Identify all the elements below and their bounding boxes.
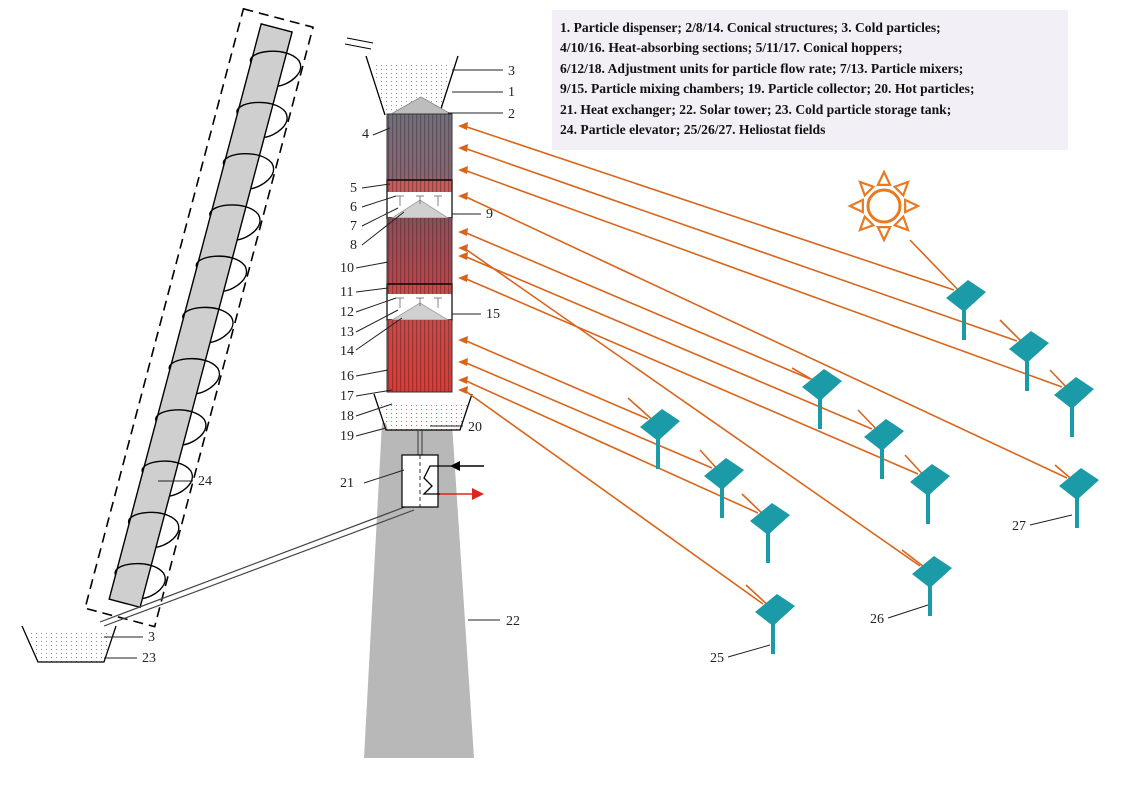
label-18: 18 xyxy=(340,409,354,424)
sun-ray-icon xyxy=(904,198,921,214)
elevator-coil xyxy=(223,152,275,190)
leader-lines xyxy=(104,69,1073,659)
label-20: 20 xyxy=(468,420,482,435)
legend-line: 6/12/18. Adjustment units for particle f… xyxy=(560,60,964,76)
sun-ray-icon xyxy=(876,226,892,243)
cold-storage-tank xyxy=(21,625,117,663)
return-pipe xyxy=(103,509,415,627)
label-11: 11 xyxy=(340,285,353,300)
sun-ray-icon xyxy=(892,214,910,232)
heliostat xyxy=(802,369,842,429)
legend-line: 21. Heat exchanger; 22. Solar tower; 23.… xyxy=(560,101,952,117)
label-12: 12 xyxy=(340,305,354,320)
particle-collector xyxy=(373,393,473,455)
label-19: 19 xyxy=(340,429,354,444)
heliostat xyxy=(755,594,795,654)
component-labels: 1 2 3 4 5 6 7 8 9 10 11 12 13 14 15 16 1… xyxy=(142,64,1026,666)
elevator-coil xyxy=(168,357,221,395)
label-7: 7 xyxy=(350,219,357,234)
legend-line: 4/10/16. Heat-absorbing sections; 5/11/1… xyxy=(560,40,903,56)
label-3-storage: 3 xyxy=(148,630,155,645)
label-25: 25 xyxy=(710,651,724,666)
elevator-coil xyxy=(182,306,234,344)
label-13: 13 xyxy=(340,325,354,340)
elevator-coil xyxy=(155,409,207,446)
elevator-coil xyxy=(209,204,261,241)
sun-ray-icon xyxy=(858,180,876,198)
label-26: 26 xyxy=(870,612,884,627)
label-23: 23 xyxy=(142,651,156,666)
heat-exchanger xyxy=(401,454,484,508)
sun-ray-icon xyxy=(892,180,910,198)
mixing-chamber-upper xyxy=(386,179,453,219)
particle-dispenser xyxy=(365,55,459,116)
label-2: 2 xyxy=(508,107,515,122)
label-16: 16 xyxy=(340,369,354,384)
label-3: 3 xyxy=(508,64,515,79)
heliostat xyxy=(946,280,986,340)
legend-line: 24. Particle elevator; 25/26/27. Heliost… xyxy=(560,122,826,138)
label-1: 1 xyxy=(508,85,515,100)
solar-tower xyxy=(364,423,474,758)
elevator-coil xyxy=(195,255,248,292)
label-22: 22 xyxy=(506,614,520,629)
label-6: 6 xyxy=(350,200,357,215)
label-27: 27 xyxy=(1012,519,1026,534)
label-15: 15 xyxy=(486,307,500,322)
label-4: 4 xyxy=(362,127,369,142)
legend-line: 9/15. Particle mixing chambers; 19. Part… xyxy=(560,81,975,97)
heliostat xyxy=(1059,468,1099,528)
sun-ray-icon xyxy=(858,214,876,232)
heliostat xyxy=(864,419,904,479)
mixing-chamber-lower xyxy=(386,283,453,321)
sun-ray-icon xyxy=(847,198,864,214)
label-17: 17 xyxy=(340,389,354,404)
label-9: 9 xyxy=(486,207,493,222)
elevator-coil xyxy=(250,50,302,87)
heliostat xyxy=(912,556,952,616)
elevator-coil xyxy=(141,460,193,497)
heliostat xyxy=(1009,331,1049,391)
heliostat xyxy=(640,409,680,469)
legend-box: 1. Particle dispenser; 2/8/14. Conical s… xyxy=(552,10,1068,150)
heliostat xyxy=(704,458,744,518)
label-21: 21 xyxy=(340,476,354,491)
label-10: 10 xyxy=(340,261,354,276)
label-5: 5 xyxy=(350,181,357,196)
elevator-coil xyxy=(236,101,288,139)
elevator-coil xyxy=(128,511,180,549)
label-8: 8 xyxy=(350,238,357,253)
label-14: 14 xyxy=(340,344,354,359)
return-pipe xyxy=(99,504,411,623)
heliostat xyxy=(750,503,790,563)
particle-elevator xyxy=(84,7,374,628)
heliostat xyxy=(910,464,950,524)
label-24: 24 xyxy=(198,474,212,489)
heliostat xyxy=(1054,377,1094,437)
legend-line: 1. Particle dispenser; 2/8/14. Conical s… xyxy=(560,20,941,35)
sun-icon xyxy=(847,169,921,243)
sun-ray-icon xyxy=(876,169,892,186)
heliostat-fields xyxy=(640,280,1099,654)
elevator-coil xyxy=(114,562,166,600)
